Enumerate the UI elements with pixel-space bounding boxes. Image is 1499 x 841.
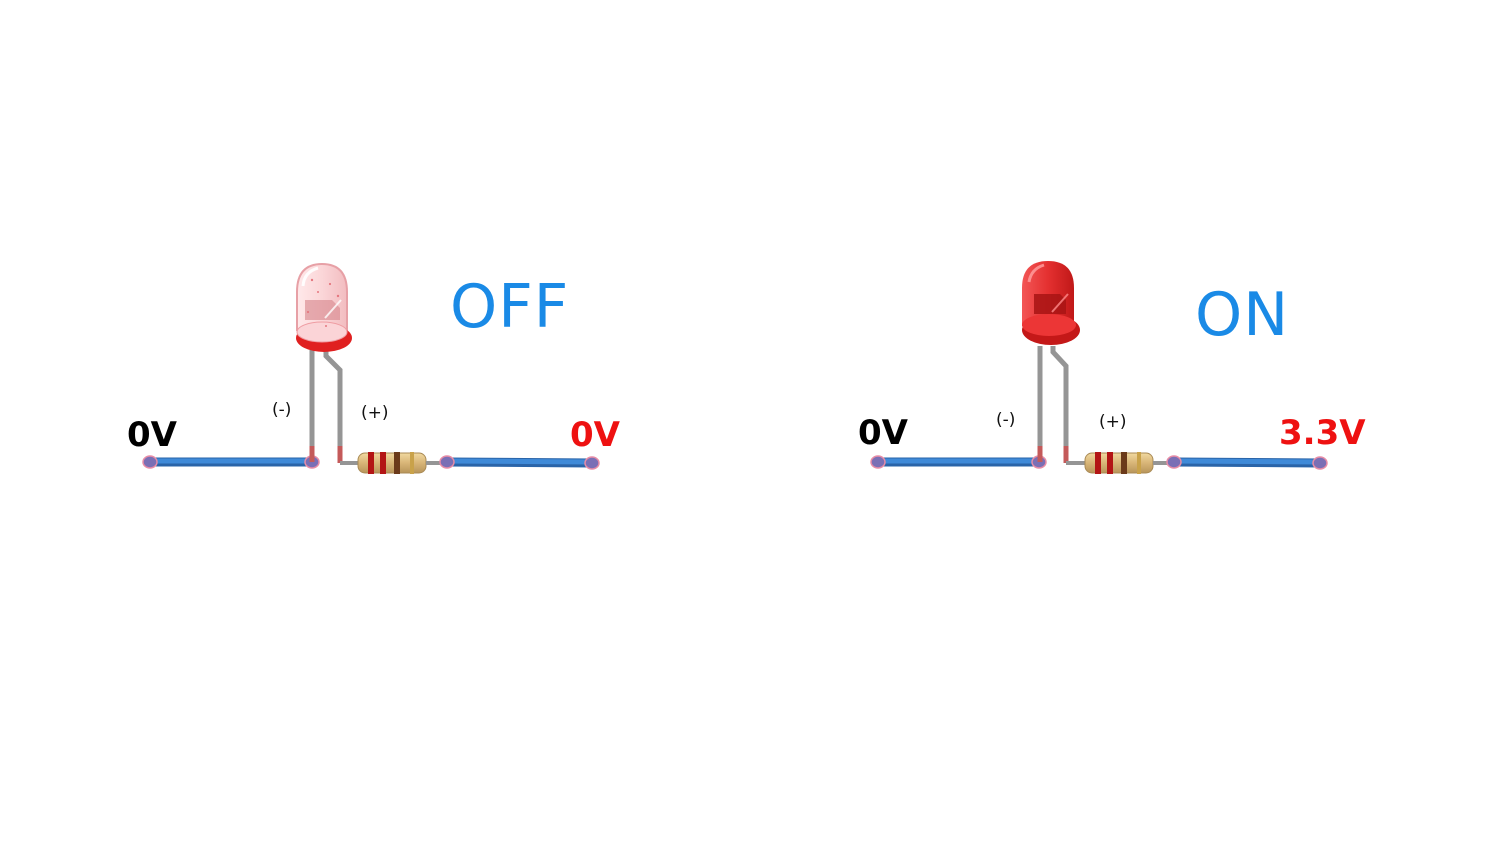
cathode-label: (-) (996, 410, 1016, 430)
led-lit (1022, 261, 1080, 345)
supply-voltage-label: 0V (570, 415, 620, 455)
ground-wire (142, 455, 320, 469)
circuit-on (870, 261, 1328, 474)
anode-label: (+) (361, 403, 389, 423)
cathode-label: (-) (272, 400, 292, 420)
state-label-off: OFF (450, 272, 570, 342)
circuit-off (142, 262, 600, 474)
led-leads (309, 350, 358, 465)
led-leads (1037, 346, 1085, 465)
ground-voltage-label: 0V (127, 415, 177, 455)
supply-wire (439, 455, 600, 470)
ground-voltage-label: 0V (858, 413, 908, 453)
led-unlit (296, 262, 352, 352)
resistor (357, 452, 447, 474)
anode-label: (+) (1099, 412, 1127, 432)
supply-wire (1166, 455, 1328, 470)
state-label-on: ON (1195, 280, 1290, 350)
resistor (1084, 452, 1174, 474)
supply-voltage-label: 3.3V (1279, 413, 1366, 453)
ground-wire (870, 455, 1047, 469)
